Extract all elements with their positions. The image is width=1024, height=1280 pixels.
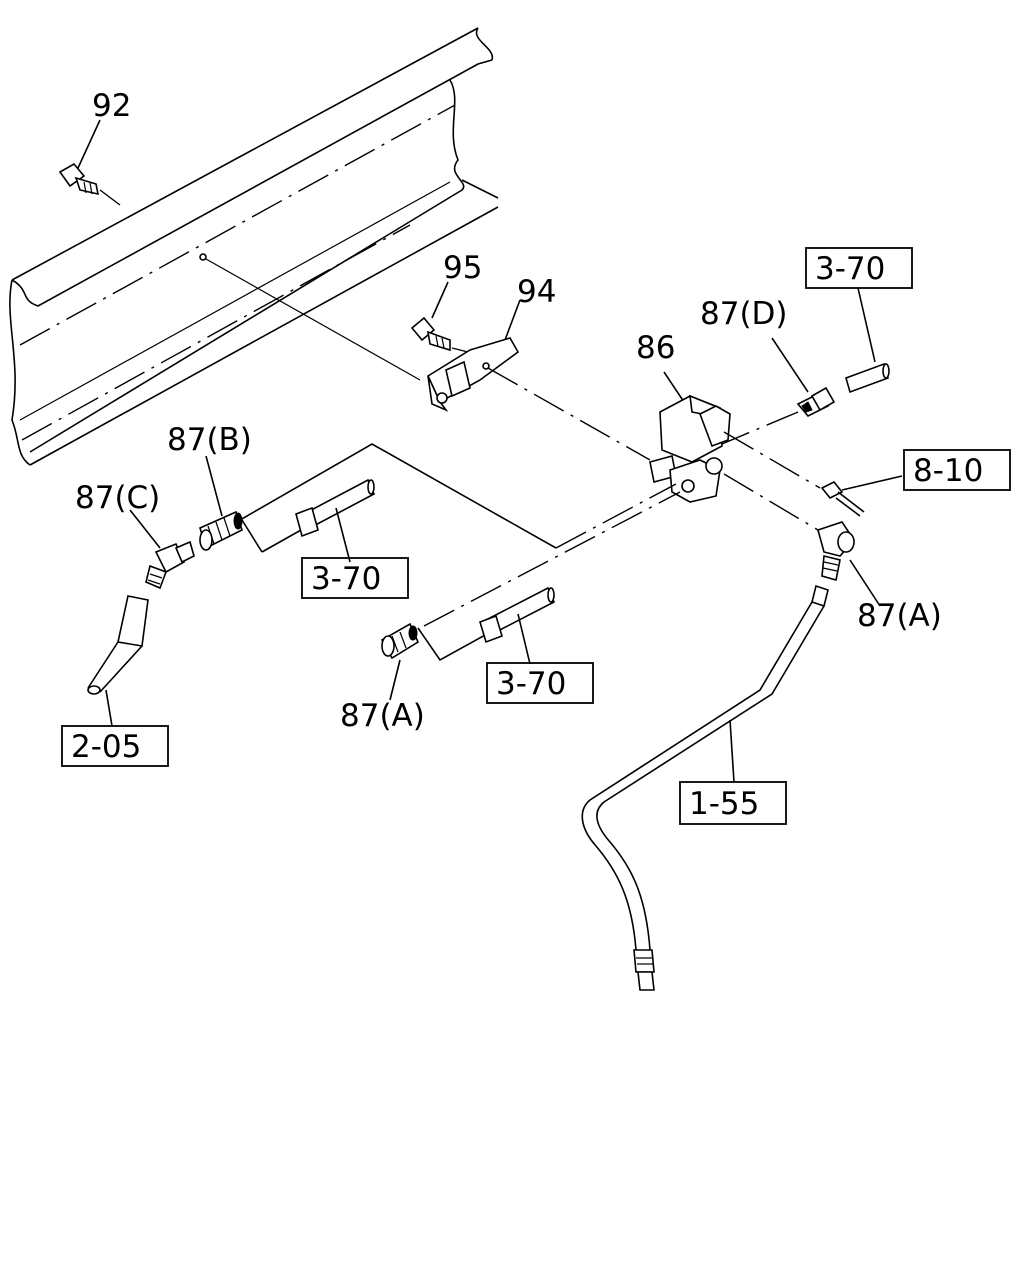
fitting-87b[interactable] bbox=[199, 455, 373, 553]
bracket-94[interactable] bbox=[426, 299, 521, 412]
callout-87a-right[interactable]: 87(A) bbox=[857, 598, 942, 634]
fitting-87a-center[interactable] bbox=[380, 597, 553, 701]
leader-bracket-to-valve bbox=[487, 367, 651, 461]
ref-8-10-text: 8-10 bbox=[913, 453, 983, 489]
pipe-top-right bbox=[845, 287, 890, 394]
connector-8-10[interactable] bbox=[723, 431, 903, 517]
ref-2-05-text: 2-05 bbox=[71, 729, 141, 765]
ref-3-70-left-text: 3-70 bbox=[311, 561, 381, 597]
ref-box-2-05[interactable]: 2-05 bbox=[61, 725, 169, 767]
bolt-95[interactable] bbox=[410, 281, 469, 353]
callout-95[interactable]: 95 bbox=[443, 250, 482, 286]
chain-to-valve-center bbox=[423, 491, 681, 627]
callout-92[interactable]: 92 bbox=[92, 88, 131, 124]
valve-86[interactable] bbox=[649, 371, 731, 503]
fitting-87c[interactable] bbox=[129, 509, 195, 590]
bolt-92[interactable] bbox=[58, 119, 121, 206]
pipe-left bbox=[295, 478, 376, 563]
ref-box-8-10[interactable]: 8-10 bbox=[903, 449, 1011, 491]
chain-to-valve-left bbox=[555, 483, 677, 549]
fitting-87d[interactable] bbox=[721, 337, 836, 445]
ref-3-70-center-text: 3-70 bbox=[496, 666, 566, 702]
leader-rail-to-bracket bbox=[205, 258, 421, 381]
ref-1-55-text: 1-55 bbox=[689, 786, 759, 822]
callout-87b[interactable]: 87(B) bbox=[167, 422, 252, 458]
pipe-2-05 bbox=[87, 595, 149, 727]
fitting-87a-right[interactable] bbox=[723, 473, 881, 607]
pipe-center bbox=[479, 586, 556, 665]
callout-87a-center[interactable]: 87(A) bbox=[340, 698, 425, 734]
ref-box-3-70-left[interactable]: 3-70 bbox=[301, 557, 409, 599]
ref-3-70-top-text: 3-70 bbox=[815, 251, 885, 287]
tube-1-55 bbox=[581, 584, 829, 991]
callout-87d[interactable]: 87(D) bbox=[700, 296, 788, 332]
callout-94[interactable]: 94 bbox=[517, 274, 556, 310]
ref-box-3-70-center[interactable]: 3-70 bbox=[486, 662, 594, 704]
callout-86[interactable]: 86 bbox=[636, 330, 675, 366]
leader-left-branch bbox=[239, 443, 557, 549]
ref-box-1-55[interactable]: 1-55 bbox=[679, 781, 787, 825]
ref-box-3-70-top[interactable]: 3-70 bbox=[805, 247, 913, 289]
frame-rail bbox=[9, 27, 499, 466]
rail-hole bbox=[199, 253, 207, 261]
callout-87c[interactable]: 87(C) bbox=[75, 480, 160, 516]
